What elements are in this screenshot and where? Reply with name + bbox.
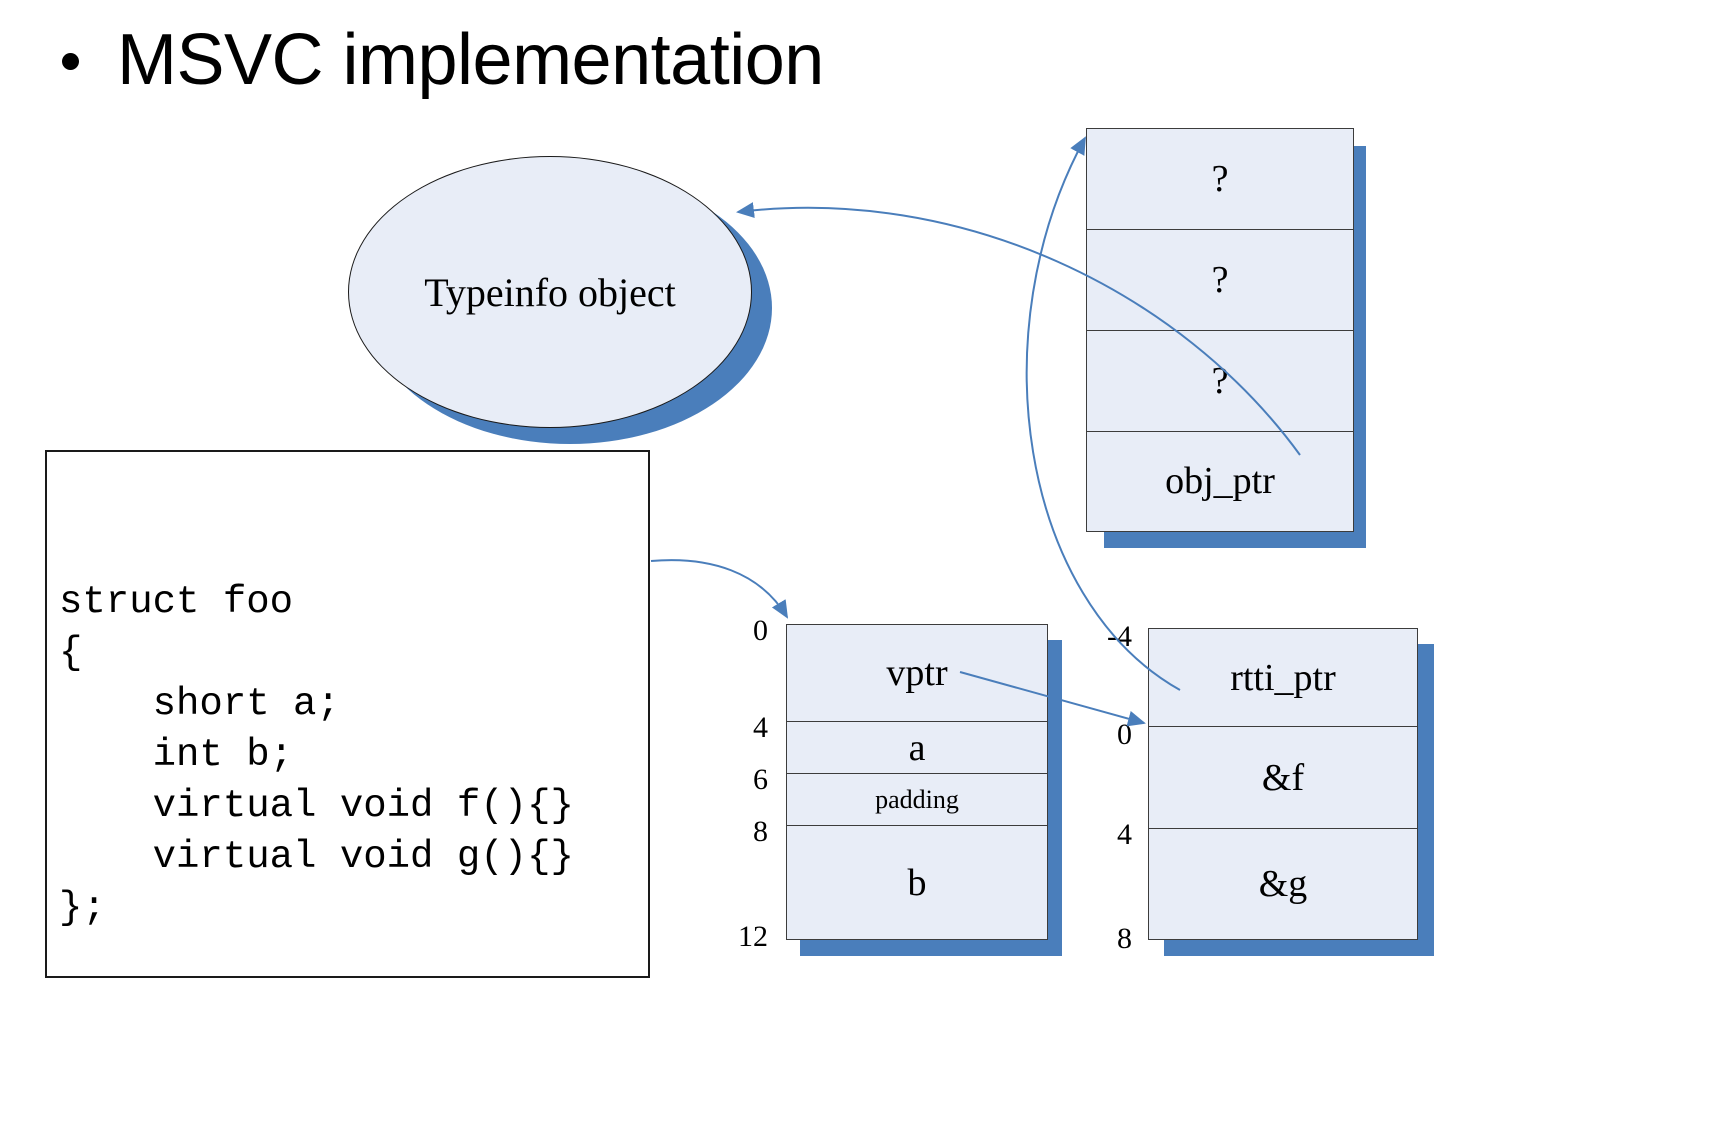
cell-value: ? <box>1211 259 1229 301</box>
offset-label-6: 6 <box>753 763 768 796</box>
cell-value: a <box>908 726 926 769</box>
table-row-b: b <box>787 826 1047 939</box>
offset-label-4: 4 <box>753 711 768 744</box>
code-box: struct foo { short a; int b; virtual voi… <box>45 450 650 978</box>
typeinfo-ellipse: Typeinfo object <box>348 156 752 428</box>
typeinfo-label: Typeinfo object <box>424 269 676 315</box>
vtable-offset-0: 0 <box>1117 718 1132 751</box>
cell-value: rtti_ptr <box>1230 656 1336 699</box>
cell-value: vptr <box>886 652 948 694</box>
offset-label-0: 0 <box>753 614 768 647</box>
table-row: obj_ptr <box>1087 432 1353 530</box>
table-row-rtti: rtti_ptr <box>1149 629 1417 727</box>
struct-foo-source: struct foo { short a; int b; virtual voi… <box>59 580 574 930</box>
vtable: rtti_ptr &f &g <box>1148 628 1418 940</box>
table-row: ? <box>1087 331 1353 432</box>
table-row: ? <box>1087 230 1353 331</box>
cell-value: padding <box>875 784 959 814</box>
offset-label-8: 8 <box>753 815 768 848</box>
cell-value: &f <box>1261 756 1305 799</box>
page-title: MSVC implementation <box>117 20 824 100</box>
offset-label-12: 12 <box>738 920 768 953</box>
object-layout-table: vptr a padding b <box>786 624 1048 940</box>
cell-value: ? <box>1211 360 1229 402</box>
cell-value: &g <box>1258 862 1308 905</box>
cell-value: ? <box>1211 158 1229 200</box>
cell-value: b <box>907 861 927 904</box>
vtable-offset-minus4: -4 <box>1107 620 1132 653</box>
table-row-g: &g <box>1149 829 1417 938</box>
arrow-code-to-object <box>650 559 789 619</box>
table-row-vptr: vptr <box>787 625 1047 722</box>
table-row: ? <box>1087 129 1353 230</box>
vtable-offset-4: 4 <box>1117 818 1132 851</box>
table-row-a: a <box>787 722 1047 774</box>
table-row-padding: padding <box>787 774 1047 826</box>
cell-value: obj_ptr <box>1165 460 1275 502</box>
vtable-offset-8: 8 <box>1117 922 1132 955</box>
typeinfo-record-table: ? ? ? obj_ptr <box>1086 128 1354 532</box>
slide-title: MSVC implementation <box>62 24 824 96</box>
bullet-icon <box>62 53 79 70</box>
table-row-f: &f <box>1149 727 1417 829</box>
